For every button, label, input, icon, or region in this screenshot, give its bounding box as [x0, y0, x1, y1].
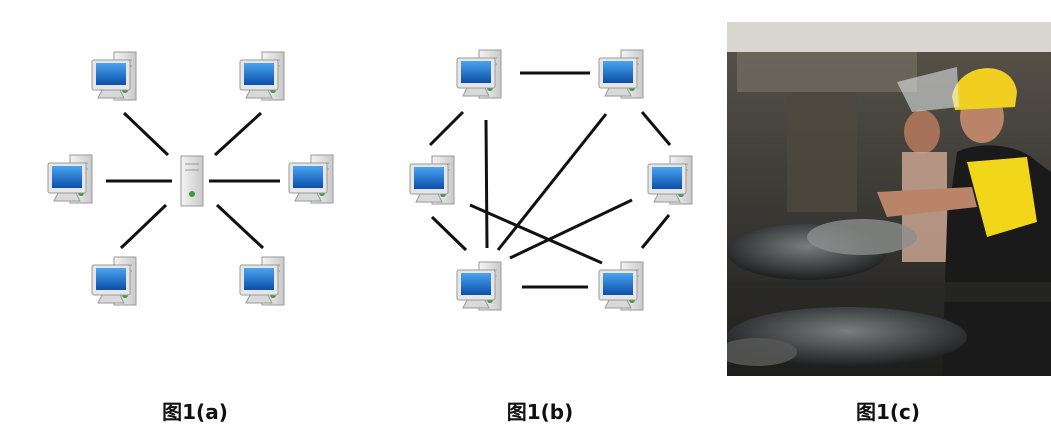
yellow-helmet [952, 68, 1017, 110]
computer-icon [239, 256, 285, 306]
computer-icon [456, 261, 502, 311]
computer-icon [239, 51, 285, 101]
kitchen-shelf [787, 92, 857, 212]
mesh-links [428, 71, 672, 289]
computer-icon [598, 49, 644, 99]
star-topology-panel: 图1(a) [0, 0, 370, 448]
caption-b: 图1(b) [506, 400, 574, 424]
computer-icon [647, 155, 693, 205]
photo-panel: 图1(c) [720, 0, 1051, 448]
star-links [106, 111, 280, 250]
computer-icon [456, 49, 502, 99]
computer-icon [91, 256, 137, 306]
mesh-topology-panel: 图1(b) [370, 0, 720, 448]
link [428, 110, 465, 147]
caption-a: 图1(a) [162, 400, 228, 424]
link [430, 215, 468, 252]
computer-icon [91, 51, 137, 101]
link [469, 203, 603, 265]
face-shield [897, 67, 959, 112]
link [484, 119, 489, 249]
cook-arm [877, 187, 977, 217]
caption-c: 图1(c) [855, 400, 921, 424]
link-top-left [122, 111, 170, 157]
steel-pot [807, 219, 917, 255]
background-person [904, 110, 940, 154]
computer-icon [409, 155, 455, 205]
server-hub-icon [180, 155, 204, 207]
link [496, 113, 608, 251]
link [640, 111, 672, 146]
yellow-shirt [967, 157, 1037, 237]
link-bottom-left [119, 203, 168, 250]
mesh-topology-diagram [409, 49, 693, 311]
computer-icon [288, 154, 334, 204]
star-topology-diagram [47, 51, 334, 306]
cook-with-wok-photo [727, 22, 1051, 376]
ceiling-light [727, 22, 1051, 52]
link [509, 198, 633, 260]
link-top-right [213, 111, 263, 157]
link-bottom-right [215, 203, 265, 250]
computer-icon [598, 261, 644, 311]
computer-icon [47, 154, 93, 204]
link [640, 214, 671, 249]
